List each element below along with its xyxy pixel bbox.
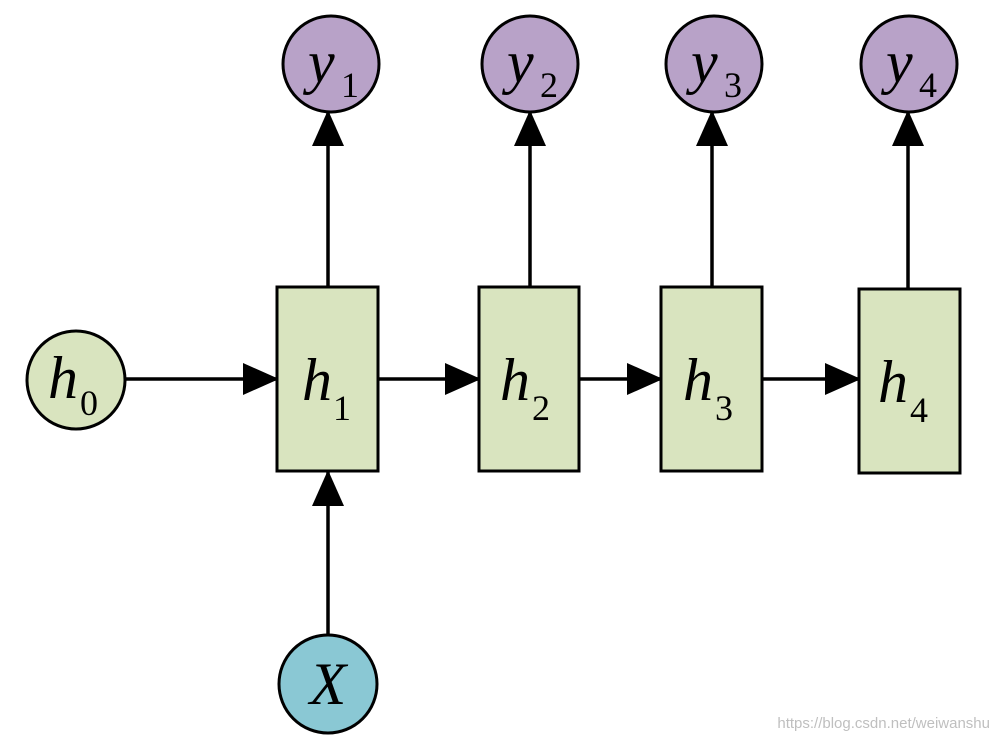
node-y2-letter: y	[501, 29, 534, 95]
node-y3-letter: y	[685, 29, 718, 95]
node-h2: h 2	[477, 285, 581, 473]
node-y2-sub: 2	[540, 65, 558, 105]
node-h3-sub: 3	[715, 388, 733, 428]
node-h0-sub: 0	[80, 383, 98, 423]
node-y4: y 4	[859, 14, 959, 114]
node-h1: h 1	[275, 285, 380, 473]
hidden-nodes: h 1 h 2 h 3 h 4	[275, 285, 962, 475]
node-y1-sub: 1	[341, 65, 359, 105]
node-y1: y 1	[281, 14, 381, 114]
node-h1-sub: 1	[333, 388, 351, 428]
node-x: X	[277, 633, 379, 735]
node-h0: h 0	[25, 329, 127, 431]
node-y4-letter: y	[880, 29, 913, 95]
node-y3-sub: 3	[724, 65, 742, 105]
output-nodes: y 1 y 2 y 3 y 4	[281, 14, 959, 114]
node-y2: y 2	[480, 14, 580, 114]
node-h2-sub: 2	[532, 388, 550, 428]
node-h0-letter: h	[48, 345, 78, 411]
node-h1-letter: h	[302, 347, 332, 413]
node-h2-letter: h	[500, 347, 530, 413]
node-h4: h 4	[857, 287, 962, 475]
watermark-text: https://blog.csdn.net/weiwanshu	[777, 715, 990, 732]
node-h4-sub: 4	[910, 390, 928, 430]
node-y1-letter: y	[302, 29, 335, 95]
node-y4-sub: 4	[919, 65, 937, 105]
node-h3-letter: h	[683, 347, 713, 413]
node-h4-letter: h	[878, 349, 908, 415]
edges	[126, 110, 924, 634]
node-y3: y 3	[664, 14, 764, 114]
node-x-letter: X	[308, 651, 349, 717]
node-h3: h 3	[659, 285, 764, 473]
